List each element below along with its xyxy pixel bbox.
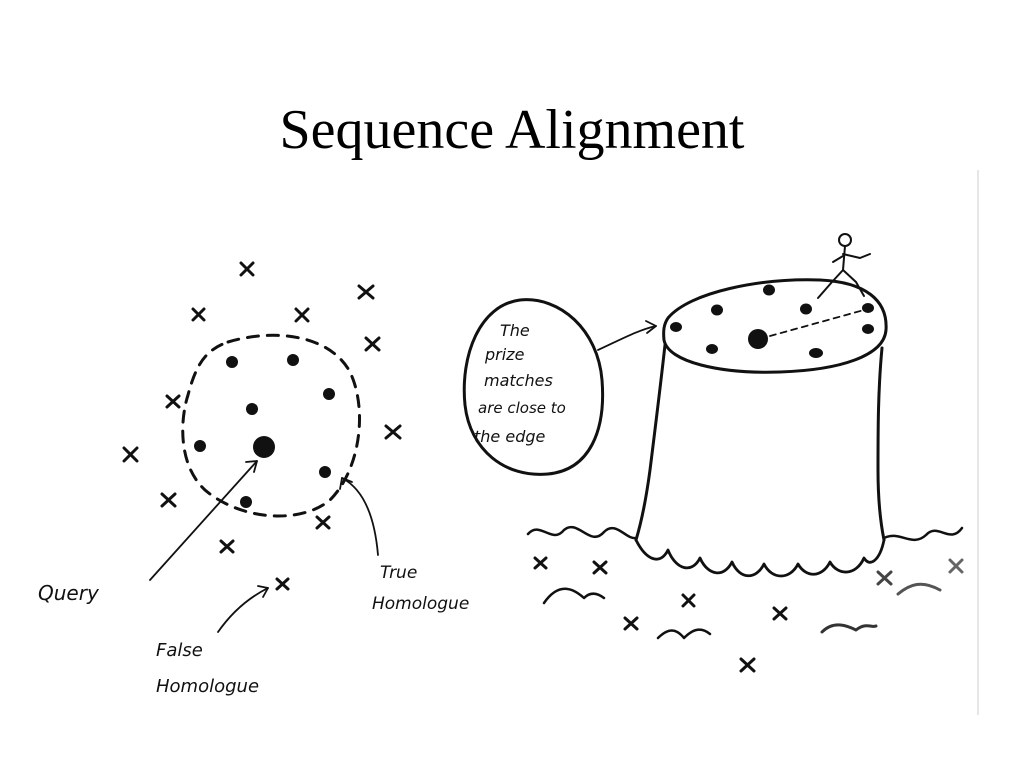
- plateau-top: [662, 278, 888, 374]
- false-homologue-label-line2: Homologue: [156, 676, 259, 697]
- bubble-line-4: are close to: [478, 399, 566, 417]
- water-waves: [526, 526, 964, 640]
- x-mark: [739, 657, 756, 673]
- x-mark: [315, 515, 331, 530]
- x-mark: [239, 261, 255, 277]
- bubble-line-3: matches: [484, 371, 553, 390]
- match-dot: [194, 440, 206, 452]
- bubble-arrow: [597, 325, 657, 351]
- match-dot: [246, 403, 258, 415]
- match-dot: [670, 322, 682, 332]
- water-x-marks: [533, 556, 964, 673]
- bubble-line-5: the edge: [474, 427, 546, 446]
- true-homologue-dots: [194, 354, 335, 508]
- plateau-side-right: [876, 346, 886, 542]
- query-dot: [748, 329, 768, 349]
- x-mark: [592, 560, 608, 575]
- true-homologue-arrow: [341, 477, 379, 556]
- false-homologue-marks: [122, 261, 402, 591]
- x-mark: [772, 606, 788, 621]
- match-dot: [711, 304, 723, 316]
- query-dot: [253, 436, 275, 458]
- x-mark: [948, 558, 964, 574]
- bubble-line-2: prize: [484, 345, 525, 364]
- x-mark: [160, 492, 177, 508]
- x-mark: [384, 424, 402, 440]
- x-mark: [364, 336, 381, 352]
- x-mark: [275, 577, 290, 591]
- x-mark: [357, 284, 375, 300]
- x-mark: [165, 394, 181, 409]
- x-mark: [122, 446, 139, 463]
- speech-bubble-text: The prize matches are close to the edge: [474, 321, 566, 446]
- bubble-line-1: The: [500, 321, 530, 340]
- match-dot: [287, 354, 299, 366]
- match-dot: [240, 496, 252, 508]
- match-dot: [809, 348, 823, 358]
- query-neighborhood-diagram: Query True Homologue False Homologue: [38, 261, 469, 697]
- x-mark: [533, 556, 548, 570]
- match-dot: [226, 356, 238, 368]
- x-mark: [219, 539, 235, 554]
- x-mark: [294, 307, 310, 323]
- speech-bubble: [462, 298, 605, 476]
- match-dot: [319, 466, 331, 478]
- true-homologue-label-line2: Homologue: [372, 594, 469, 614]
- slide-title: Sequence Alignment: [279, 99, 745, 161]
- x-mark: [623, 616, 639, 631]
- true-homologue-label-line1: True: [380, 563, 417, 583]
- x-mark: [191, 307, 206, 322]
- false-homologue-arrow: [217, 587, 269, 633]
- x-mark: [681, 593, 696, 608]
- false-homologue-label-line1: False: [156, 640, 203, 661]
- match-dot: [323, 388, 335, 400]
- x-mark: [876, 570, 893, 586]
- plateau-match-dots: [670, 284, 874, 358]
- query-arrow: [149, 460, 258, 581]
- climber-stick-figure: [817, 233, 871, 299]
- match-dot: [862, 303, 874, 313]
- plateau-diagram: The prize matches are close to the edge: [462, 233, 964, 673]
- similarity-boundary: [181, 333, 361, 518]
- match-dot: [706, 344, 718, 354]
- plateau-side-left: [634, 343, 667, 542]
- match-dot: [862, 324, 874, 334]
- match-dot: [800, 303, 812, 315]
- distance-line: [769, 309, 865, 337]
- query-label: Query: [38, 581, 100, 605]
- match-dot: [763, 284, 775, 296]
- plateau-base: [634, 538, 886, 578]
